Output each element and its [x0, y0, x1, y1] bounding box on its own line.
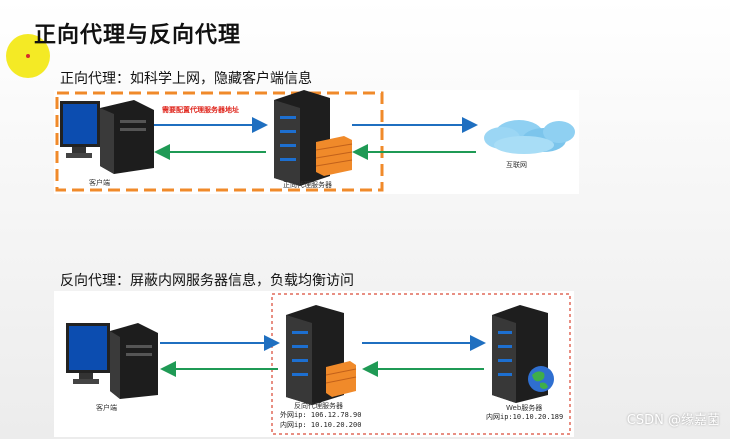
client-computer-icon [60, 100, 154, 174]
globe-icon [528, 366, 554, 392]
internal-network-boundary [271, 293, 571, 435]
watermark: CSDN @缘嘉菌 [626, 413, 720, 428]
internet-cloud-icon [484, 120, 575, 154]
reverse-proxy-diagram: 客户端 反向代理服务器 外网ip: 106.12.78.90 内网ip: 10.… [54, 291, 574, 437]
reverse-proxy-outer-ip: 外网ip: 106.12.78.90 [280, 411, 362, 419]
web-server-label: Web服务器 [506, 404, 543, 412]
forward-proxy-diagram: 需要配置代理服务器地址 客户端 正向代理服务器 互联网 [54, 90, 579, 194]
forward-proxy-label: 正向代理服务器 [283, 181, 332, 189]
proxy-config-note: 需要配置代理服务器地址 [162, 106, 239, 114]
reverse-proxy-inner-ip: 内网ip: 10.10.20.200 [280, 421, 362, 429]
reverse-subtitle: 反向代理：屏蔽内网服务器信息，负载均衡访问 [60, 273, 354, 289]
firewall-icon [325, 361, 357, 397]
web-server-inner-ip: 内网ip:10.10.20.189 [486, 413, 564, 421]
reverse-proxy-server-icon [286, 305, 344, 405]
page-title: 正向代理与反向代理 [34, 23, 242, 48]
cursor-highlight [6, 34, 50, 78]
reverse-proxy-label: 反向代理服务器 [294, 402, 343, 410]
reverse-client-label: 客户端 [96, 404, 117, 412]
forward-subtitle: 正向代理：如科学上网，隐藏客户端信息 [60, 71, 312, 87]
forward-client-label: 客户端 [89, 179, 110, 187]
firewall-icon [315, 136, 353, 176]
forward-proxy-boundary [55, 91, 384, 192]
internet-label: 互联网 [506, 161, 527, 169]
client-computer-icon [66, 323, 158, 399]
